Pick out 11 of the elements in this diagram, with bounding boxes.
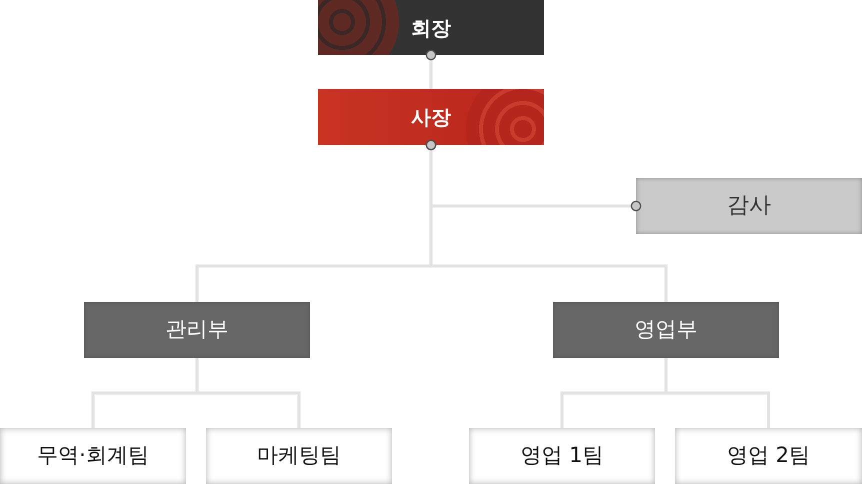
position-box: 회장 bbox=[318, 0, 544, 55]
position-box: 영업 2팀 bbox=[675, 428, 862, 484]
position-box: 무역·회계팀 bbox=[0, 428, 186, 484]
position-box: 영업부 bbox=[553, 302, 779, 358]
position-box: 마케팅팀 bbox=[206, 428, 392, 484]
position-box: 영업 1팀 bbox=[469, 428, 655, 484]
position-box: 사장 bbox=[318, 89, 544, 145]
connector-line bbox=[426, 140, 668, 302]
connector-line bbox=[426, 50, 436, 89]
position-box: 관리부 bbox=[84, 302, 310, 358]
position-box: 감사 bbox=[636, 178, 862, 234]
